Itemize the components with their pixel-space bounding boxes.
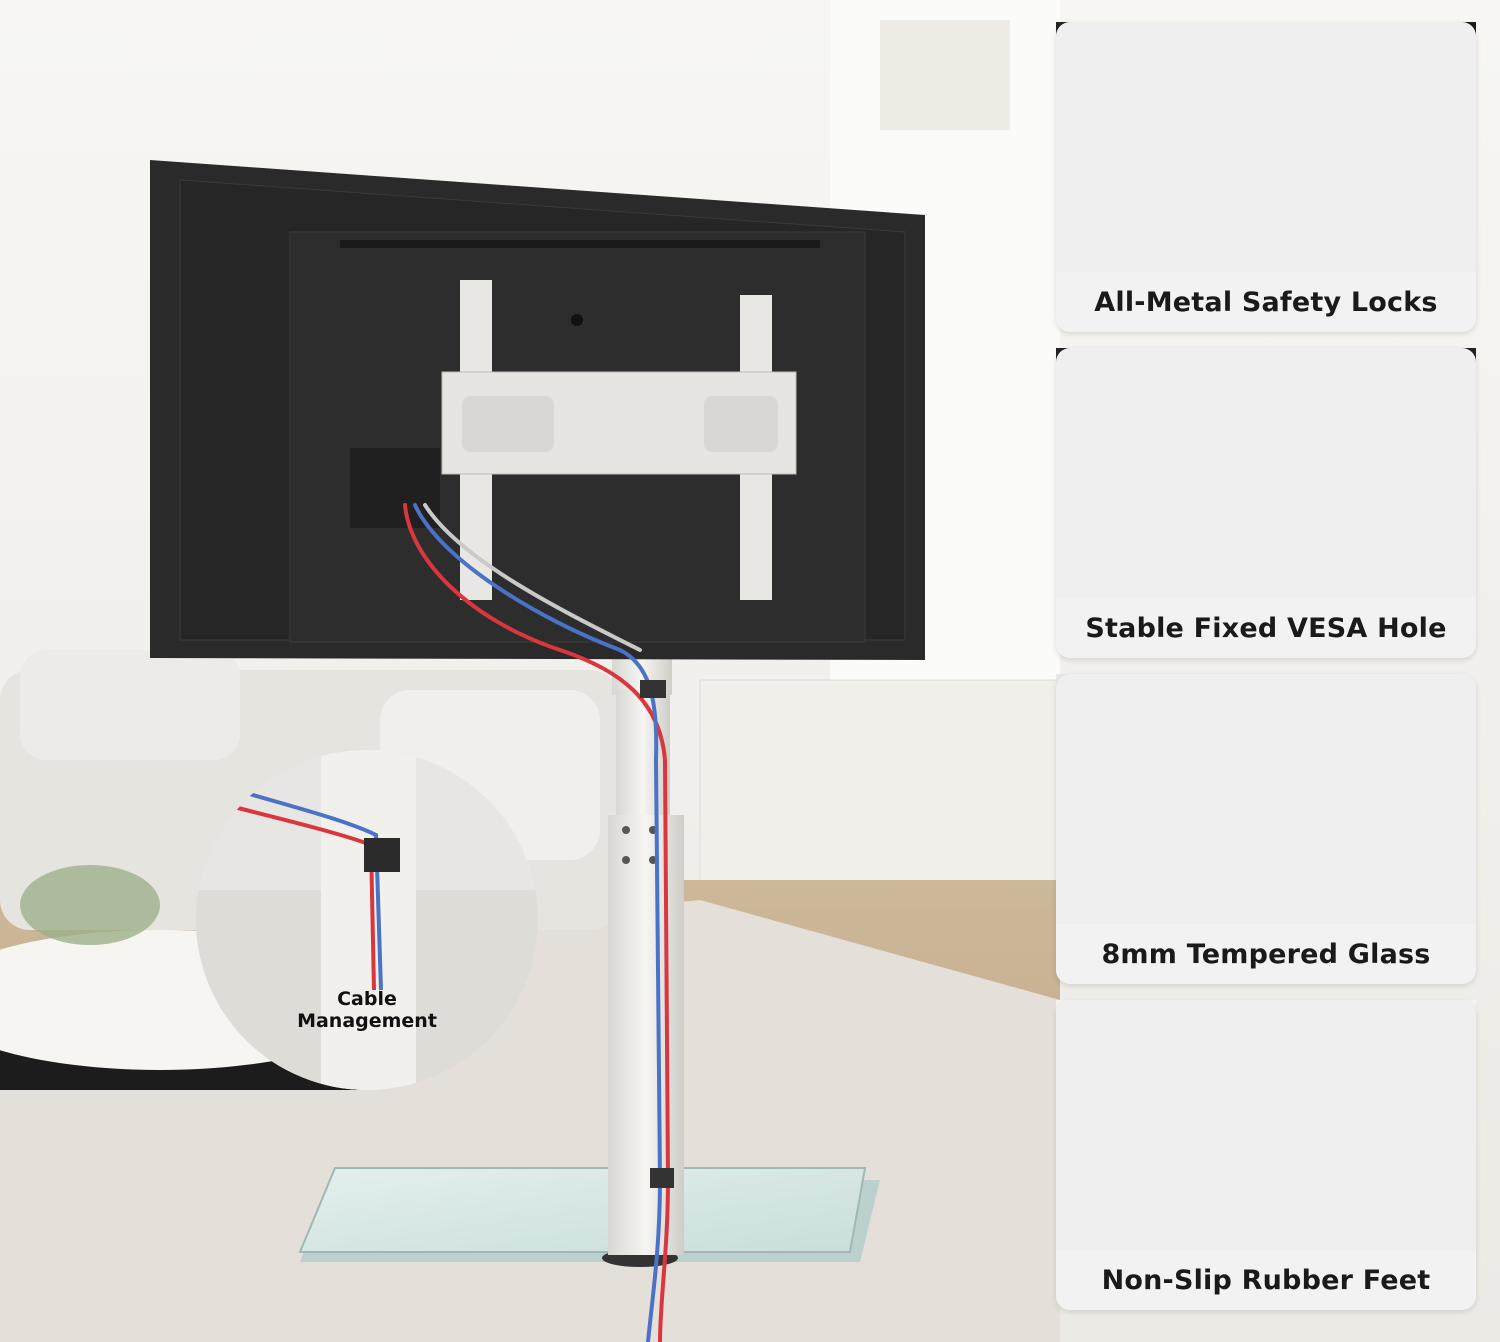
feature-card-safety-locks: All-Metal Safety Locks bbox=[1056, 22, 1476, 332]
feature-label: Stable Fixed VESA Hole bbox=[1056, 598, 1476, 658]
badge-label: Cable Management bbox=[196, 988, 538, 1032]
feature-label: 8mm Tempered Glass bbox=[1056, 924, 1476, 984]
cable-management-badge: Cable Management bbox=[196, 750, 538, 1090]
wall-panel bbox=[699, 679, 1061, 911]
feature-card-tempered-glass: 8mm Tempered Glass bbox=[1056, 674, 1476, 984]
feature-card-vesa-hole: Stable Fixed VESA Hole bbox=[1056, 348, 1476, 658]
cable-closeup bbox=[196, 750, 538, 1090]
feature-card-rubber-feet: Non-Slip Rubber Feet bbox=[1056, 1000, 1476, 1310]
feature-label: All-Metal Safety Locks bbox=[1056, 272, 1476, 332]
curtain bbox=[880, 20, 1010, 130]
badge-label-line2: Management bbox=[297, 1010, 437, 1032]
vesa-bracket bbox=[441, 280, 797, 600]
feature-label: Non-Slip Rubber Feet bbox=[1056, 1250, 1476, 1310]
cables bbox=[403, 503, 674, 1342]
badge-label-line1: Cable bbox=[337, 988, 397, 1010]
glass-base bbox=[298, 1167, 880, 1267]
